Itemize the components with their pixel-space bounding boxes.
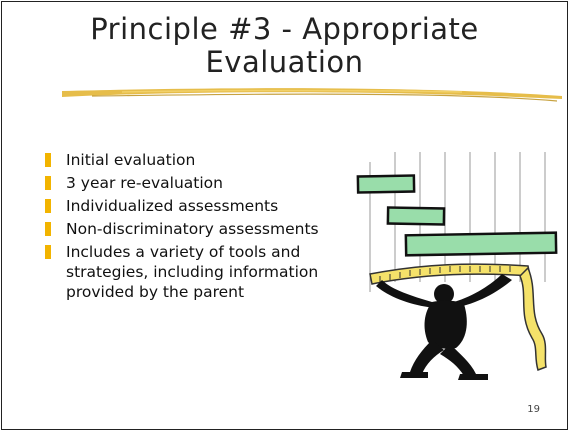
bullet-item: Non-discriminatory assessments: [44, 219, 334, 239]
person-holding-measuring-tape-chart-icon: [356, 152, 558, 380]
bullet-text: Non-discriminatory assessments: [66, 220, 319, 238]
bullet-text: 3 year re-evaluation: [66, 174, 223, 192]
page-number: 19: [527, 404, 540, 415]
bullet-text: Initial evaluation: [66, 151, 196, 169]
bullet-text: Individualized assessments: [66, 197, 279, 215]
bullet-item: 3 year re-evaluation: [44, 173, 334, 193]
bullet-list: Initial evaluation 3 year re-evaluation …: [44, 150, 334, 305]
bullet-text: Includes a variety of tools and strategi…: [66, 243, 319, 301]
bullet-item: Initial evaluation: [44, 150, 334, 170]
slide-title: Principle #3 - Appropriate Evaluation: [90, 12, 479, 79]
bullet-item: Includes a variety of tools and strategi…: [44, 242, 334, 302]
bullet-item: Individualized assessments: [44, 196, 334, 216]
title-underline-brushstroke: [62, 88, 562, 102]
